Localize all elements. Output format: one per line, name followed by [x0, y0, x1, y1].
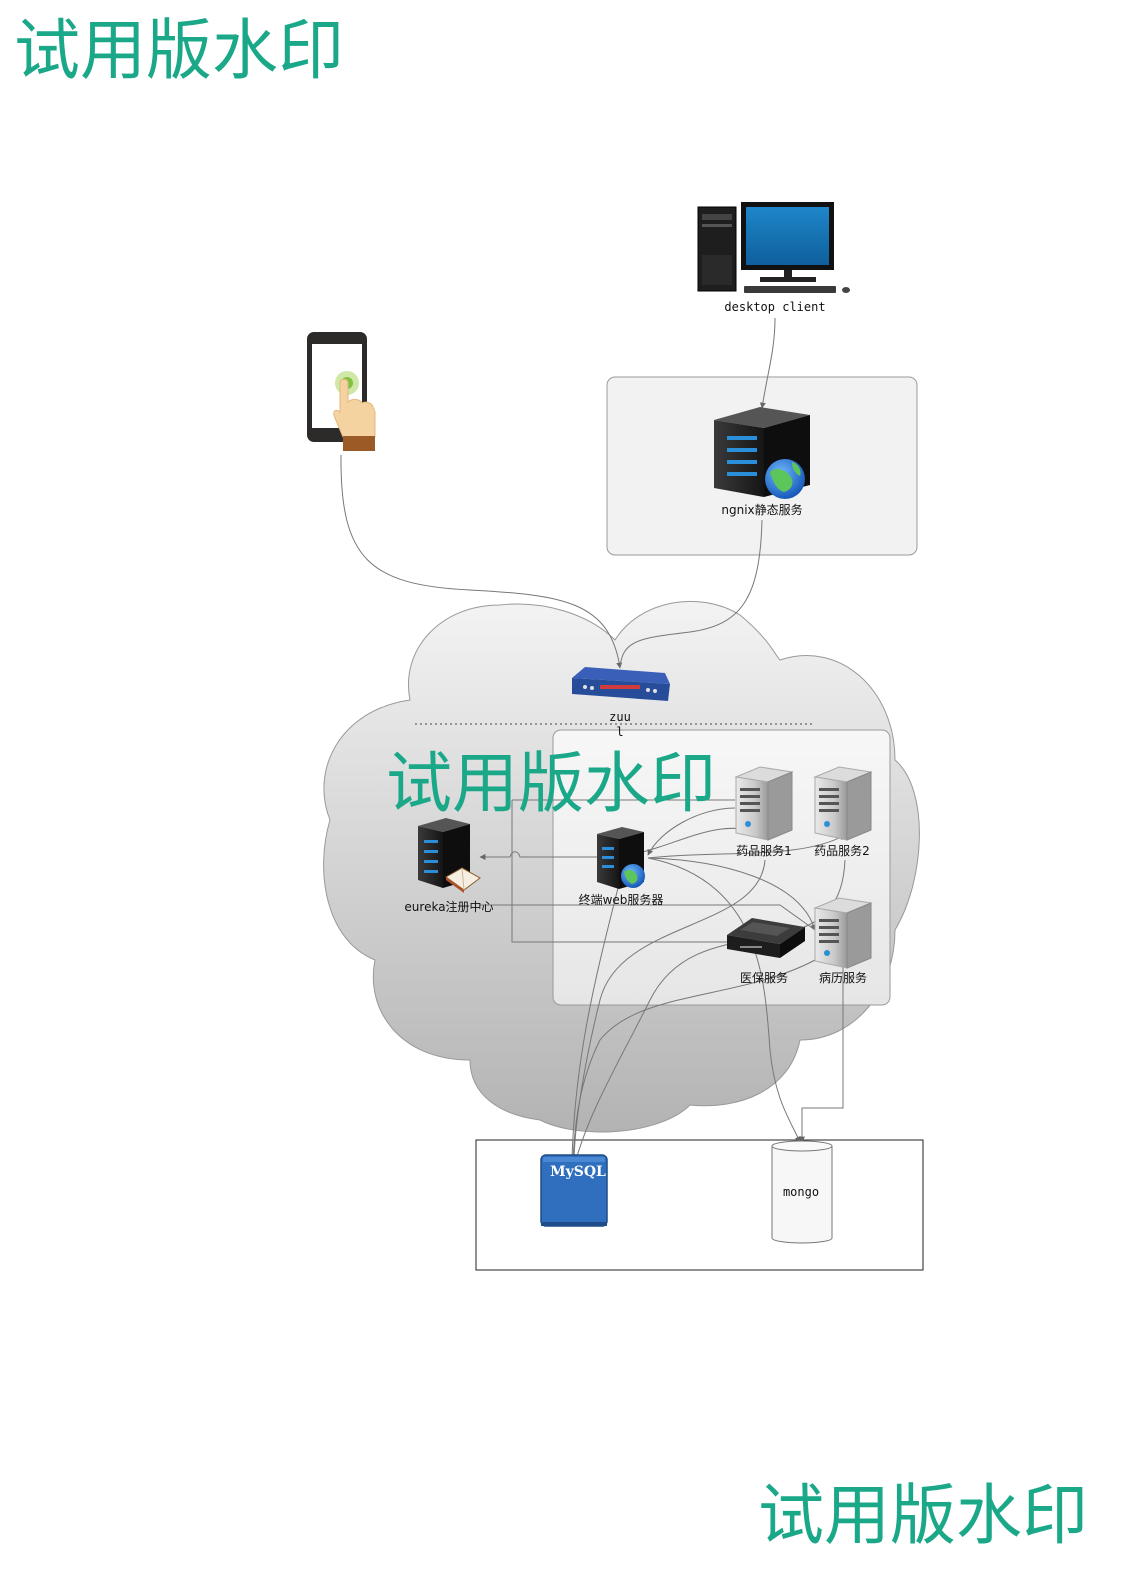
gateway-router-icon[interactable] — [572, 667, 670, 701]
watermark-center: 试用版水印 — [386, 745, 716, 822]
desktop-computer-icon[interactable] — [697, 202, 850, 293]
desktop-client-label: desktop client — [724, 300, 825, 314]
database-cylinder-icon[interactable] — [771, 1140, 833, 1244]
ngnix-label: ngnix静态服务 — [721, 502, 802, 517]
eureka-label: eureka注册中心 — [404, 899, 493, 914]
edge-web-eureka — [479, 851, 598, 860]
connectors — [340, 317, 846, 1161]
edge-phone-zuul — [340, 454, 623, 669]
ngnix-server-icon[interactable] — [714, 407, 810, 499]
mysql-database-icon[interactable] — [540, 1154, 608, 1227]
smartphone-touch-icon[interactable] — [307, 332, 376, 451]
eureka-server-icon[interactable] — [418, 818, 481, 893]
edge-records-mongo — [799, 960, 844, 1143]
edge-zuul-panel — [511, 800, 728, 943]
edge-ngnix-zuul — [619, 519, 763, 669]
web-server-label: 终端web服务器 — [579, 892, 664, 907]
edge-eureka-records — [480, 904, 816, 931]
edge-web-mongo — [647, 857, 801, 1143]
zuul-label-line1: zuu — [609, 710, 631, 724]
mongo-label: mongo — [783, 1185, 819, 1199]
insurance-service-icon[interactable] — [727, 918, 805, 958]
insurance-service-label: 医保服务 — [740, 970, 788, 985]
book-icon — [445, 867, 481, 893]
edge-web-mysql — [569, 879, 621, 1161]
records-service-label: 病历服务 — [819, 970, 867, 985]
edge-records-mysql — [572, 959, 816, 1161]
drug-service-2-icon[interactable] — [813, 766, 873, 841]
drug-service-2-label: 药品服务2 — [814, 843, 870, 858]
edge-drug-web — [647, 807, 736, 856]
watermark-top-left: 试用版水印 — [14, 12, 344, 89]
drug-service-1-icon[interactable] — [734, 766, 794, 841]
zuul-label-line2: l — [616, 725, 623, 739]
edge-desktop-ngnix — [759, 317, 776, 409]
watermark-bottom-right: 试用版水印 — [758, 1477, 1088, 1554]
drug-service-1-label: 药品服务1 — [736, 843, 792, 858]
web-server-icon[interactable] — [597, 827, 645, 889]
edge-web-records — [647, 857, 817, 931]
records-service-icon[interactable] — [813, 897, 873, 969]
services-panel — [552, 729, 891, 1006]
mysql-label: MySQL — [550, 1164, 606, 1180]
edge-web-drug2 — [647, 834, 846, 859]
